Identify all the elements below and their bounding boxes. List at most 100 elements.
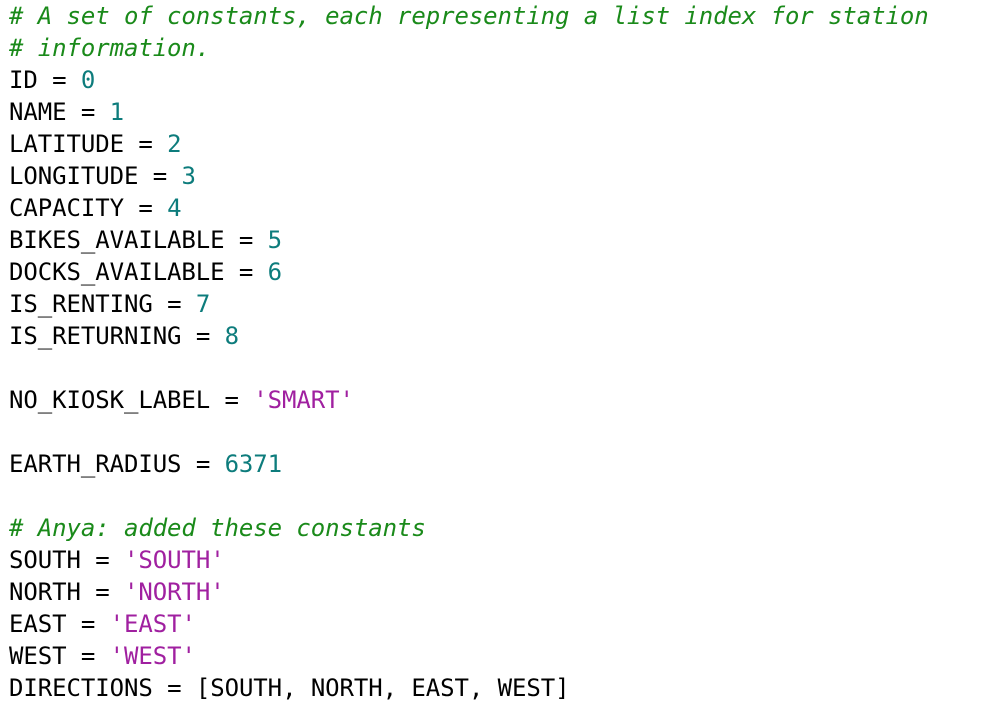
code-token-plain: [67, 66, 81, 94]
code-token-punct: ,: [382, 674, 412, 702]
code-token-operator: =: [80, 98, 96, 126]
code-token-plain: [181, 674, 195, 702]
code-token-plain: [239, 386, 253, 414]
code-token-plain: [124, 130, 138, 158]
code-token-name: EAST: [9, 610, 67, 638]
code-token-operator: =: [95, 578, 110, 606]
code-line[interactable]: BIKES_AVAILABLE = 5: [0, 224, 1002, 256]
code-token-name: NO_KIOSK_LABEL: [9, 386, 211, 414]
code-token-plain: [153, 130, 167, 158]
code-token-operator: =: [80, 642, 96, 670]
code-token-name: SOUTH: [9, 546, 81, 574]
code-line[interactable]: IS_RENTING = 7: [0, 288, 1002, 320]
code-token-plain: [253, 258, 267, 286]
code-token-name: BIKES_AVAILABLE: [9, 226, 225, 254]
code-line[interactable]: CAPACITY = 4: [0, 192, 1002, 224]
code-token-operator: =: [138, 194, 153, 222]
code-line[interactable]: WEST = 'WEST': [0, 640, 1002, 672]
code-line[interactable]: DOCKS_AVAILABLE = 6: [0, 256, 1002, 288]
code-token-number: 4: [167, 194, 182, 222]
code-token-punct: ,: [468, 674, 498, 702]
code-line[interactable]: [0, 416, 1002, 448]
code-token-string: 'NORTH': [123, 578, 225, 606]
code-line[interactable]: NAME = 1: [0, 96, 1002, 128]
code-token-operator: =: [95, 546, 110, 574]
code-token-plain: [66, 610, 80, 638]
code-token-plain: [225, 258, 239, 286]
code-token-name: NORTH: [310, 674, 383, 702]
code-token-plain: [167, 162, 181, 190]
code-token-operator: =: [224, 386, 239, 414]
code-line[interactable]: ID = 0: [0, 64, 1002, 96]
code-token-plain: [253, 226, 267, 254]
code-lines-container[interactable]: # A set of constants, each representing …: [0, 0, 1002, 704]
code-token-number: 7: [195, 290, 211, 318]
code-token-number: 1: [109, 98, 124, 126]
code-line[interactable]: LONGITUDE = 3: [0, 160, 1002, 192]
code-token-plain: [181, 322, 195, 350]
code-line[interactable]: NO_KIOSK_LABEL = 'SMART': [0, 384, 1002, 416]
code-token-operator: =: [138, 130, 153, 158]
code-token-plain: [81, 578, 95, 606]
code-token-plain: [225, 226, 239, 254]
code-token-punct: ]: [555, 674, 570, 702]
code-token-plain: [95, 642, 109, 670]
code-token-punct: [: [195, 674, 211, 702]
code-line[interactable]: NORTH = 'NORTH': [0, 576, 1002, 608]
code-token-number: 2: [167, 130, 182, 158]
code-token-string: 'EAST': [109, 610, 196, 638]
code-token-name: CAPACITY: [9, 194, 124, 222]
code-token-plain: [181, 290, 195, 318]
code-line[interactable]: SOUTH = 'SOUTH': [0, 544, 1002, 576]
code-line[interactable]: EARTH_RADIUS = 6371: [0, 448, 1002, 480]
code-token-plain: [181, 450, 195, 478]
code-line[interactable]: # information.: [0, 32, 1002, 64]
code-token-name: WEST: [9, 642, 67, 670]
code-token-operator: =: [167, 290, 182, 318]
code-token-number: 6371: [224, 450, 283, 478]
code-line[interactable]: EAST = 'EAST': [0, 608, 1002, 640]
code-token-number: 0: [80, 66, 96, 94]
code-token-punct: ,: [282, 674, 311, 702]
code-line[interactable]: # A set of constants, each representing …: [0, 0, 1002, 32]
code-token-operator: =: [52, 66, 67, 94]
code-token-plain: [153, 194, 167, 222]
code-token-operator: =: [167, 674, 182, 702]
code-token-number: 5: [267, 226, 283, 254]
code-token-operator: =: [238, 258, 254, 286]
code-line[interactable]: DIRECTIONS = [SOUTH, NORTH, EAST, WEST]: [0, 672, 1002, 704]
code-token-comment: # Anya: added these constants: [9, 514, 426, 542]
code-line[interactable]: [0, 480, 1002, 512]
code-token-name: DIRECTIONS: [9, 674, 153, 702]
code-token-plain: [95, 610, 109, 638]
code-token-operator: =: [238, 226, 254, 254]
code-token-name: IS_RETURNING: [9, 322, 182, 350]
code-token-plain: [66, 642, 80, 670]
code-token-string: 'SOUTH': [123, 546, 225, 574]
code-token-plain: [210, 322, 224, 350]
code-line[interactable]: LATITUDE = 2: [0, 128, 1002, 160]
code-line[interactable]: # Anya: added these constants: [0, 512, 1002, 544]
code-line[interactable]: [0, 352, 1002, 384]
code-token-name: WEST: [497, 674, 556, 702]
code-token-name: EAST: [411, 674, 469, 702]
code-token-comment: # A set of constants, each representing …: [9, 2, 929, 30]
code-token-string: 'SMART': [253, 386, 354, 414]
code-token-name: IS_RENTING: [9, 290, 153, 318]
code-token-plain: [210, 386, 224, 414]
code-token-name: NORTH: [9, 578, 81, 606]
code-token-name: LATITUDE: [9, 130, 124, 158]
code-token-name: LONGITUDE: [9, 162, 139, 190]
code-token-plain: [153, 290, 167, 318]
code-line[interactable]: IS_RETURNING = 8: [0, 320, 1002, 352]
code-token-name: EARTH_RADIUS: [9, 450, 182, 478]
code-token-plain: [95, 98, 109, 126]
code-token-plain: [138, 162, 152, 190]
code-token-plain: [153, 674, 167, 702]
code-token-operator: =: [152, 162, 168, 190]
code-token-plain: [124, 194, 138, 222]
code-token-name: ID: [9, 66, 38, 94]
code-token-name: DOCKS_AVAILABLE: [9, 258, 225, 286]
code-token-comment: # information.: [9, 34, 211, 62]
